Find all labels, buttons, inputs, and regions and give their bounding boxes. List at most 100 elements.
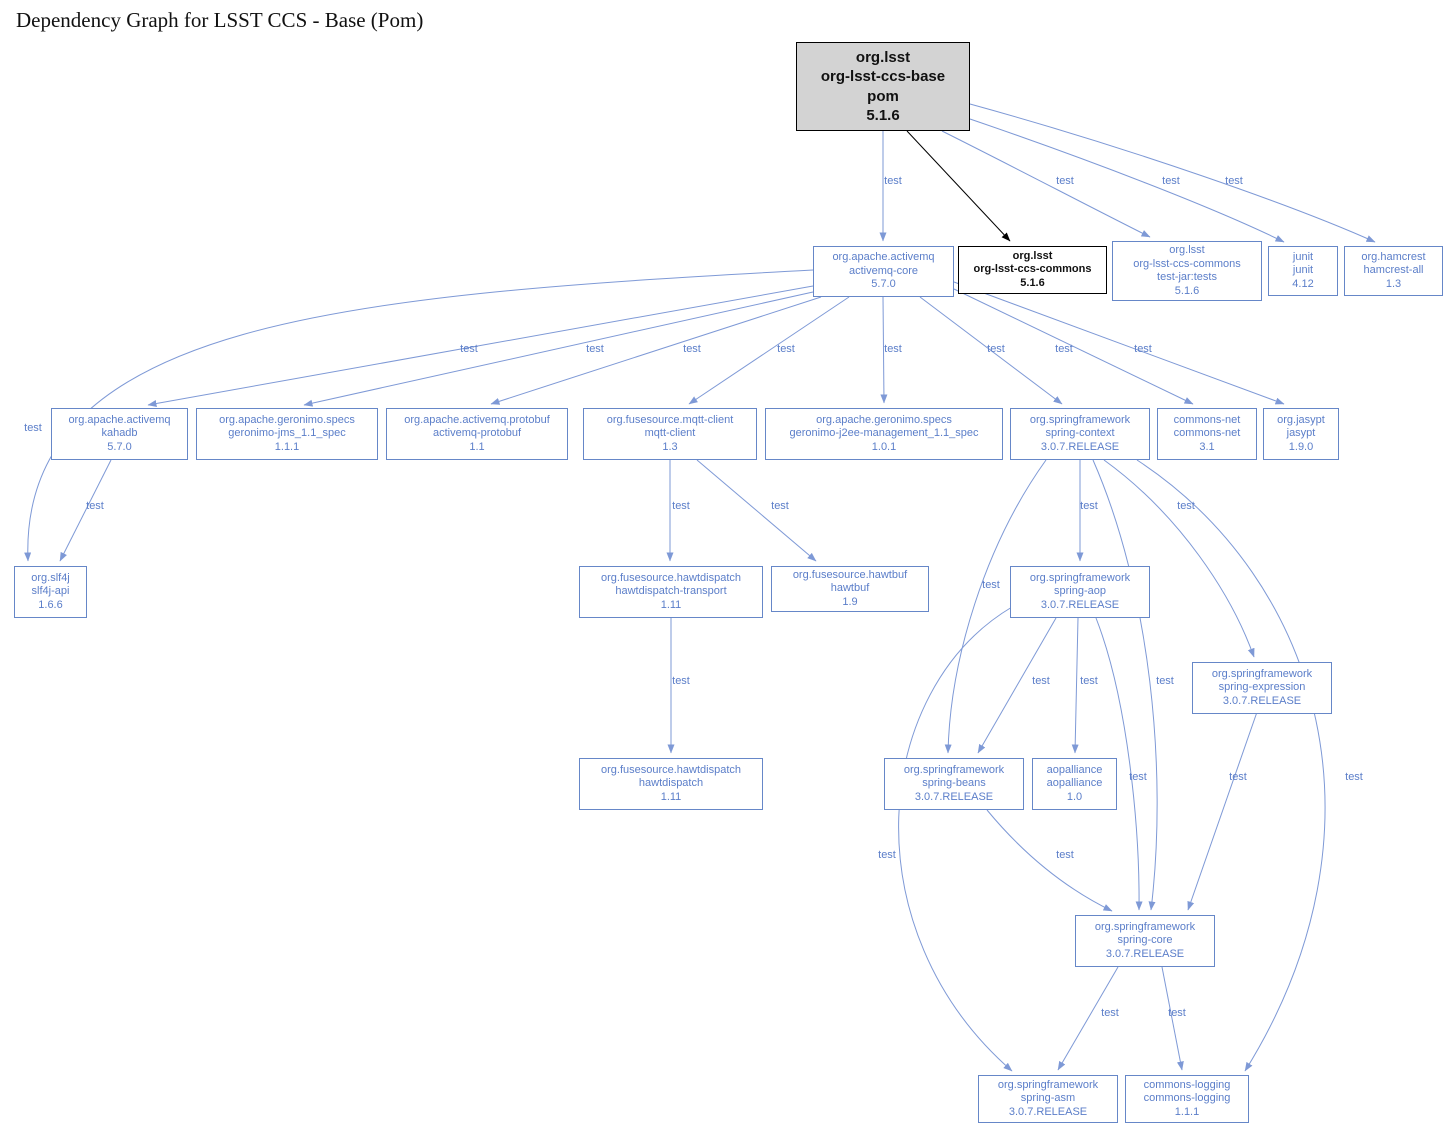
node-line: hawtdispatch xyxy=(638,777,704,790)
edge-label: test xyxy=(1032,675,1050,687)
edge-mqtt-to-hawtbuf xyxy=(696,459,817,562)
edge-kahadb-to-slf4j xyxy=(59,459,112,562)
edge-label: test xyxy=(878,849,896,861)
node-line: 1.1 xyxy=(469,440,485,453)
node-line: aopalliance xyxy=(1046,777,1103,790)
edge-label: test xyxy=(586,343,604,355)
edge-label: test xyxy=(1055,343,1073,355)
node-line: pom xyxy=(867,87,899,105)
node-line: aopalliance xyxy=(1046,763,1103,776)
node-aopalliance: aopalliance aopalliance 1.0 xyxy=(1032,758,1117,810)
node-line: 3.0.7.RELEASE xyxy=(1040,598,1120,611)
node-line: 3.0.7.RELEASE xyxy=(1222,694,1302,707)
node-org-lsst-ccs-base: org.lsst org-lsst-ccs-base pom 5.1.6 xyxy=(796,42,970,131)
node-line: hamcrest-all xyxy=(1363,264,1424,277)
node-line: 5.7.0 xyxy=(871,278,896,291)
node-org-lsst-ccs-commons: org.lsst org-lsst-ccs-commons 5.1.6 xyxy=(958,246,1107,294)
edge-base-to-junit xyxy=(969,118,1285,243)
edge-label: test xyxy=(1229,771,1247,783)
node-line: org-lsst-ccs-commons xyxy=(1133,257,1241,270)
node-line: activemq-core xyxy=(848,264,919,277)
edge-label: test xyxy=(460,343,478,355)
node-line: geronimo-j2ee-management_1.1_spec xyxy=(789,427,979,440)
edge-spring-aop-to-spring-asm xyxy=(898,606,1013,1072)
edge-spring-aop-to-aopalliance xyxy=(1071,617,1079,754)
edge-activemq-core-to-kahadb xyxy=(147,285,814,407)
node-kahadb: org.apache.activemq kahadb 5.7.0 xyxy=(51,408,188,460)
edge-label: test xyxy=(1225,175,1243,187)
node-line: commons-net xyxy=(1173,427,1241,440)
edge-spring-core-to-spring-asm xyxy=(1057,966,1119,1071)
node-junit: junit junit 4.12 xyxy=(1268,246,1338,296)
node-line: junit xyxy=(1292,250,1314,263)
node-line: org.springframework xyxy=(997,1078,1099,1091)
node-line: 5.1.6 xyxy=(1174,284,1200,297)
node-line: spring-core xyxy=(1117,934,1173,947)
edge-spring-expression-to-spring-core xyxy=(1187,711,1258,911)
node-line: jasypt xyxy=(1286,427,1316,440)
edge-spring-core-to-commons-logging xyxy=(1161,966,1184,1071)
edge-label: test xyxy=(884,343,902,355)
node-line: 3.0.7.RELEASE xyxy=(1105,947,1185,960)
node-line: commons-logging xyxy=(1143,1092,1231,1105)
edge-spring-context-to-spring-expression xyxy=(1103,459,1255,658)
node-hamcrest-all: org.hamcrest hamcrest-all 1.3 xyxy=(1344,246,1443,296)
node-line: 1.9.0 xyxy=(1288,440,1314,453)
node-line: org.lsst xyxy=(1169,244,1205,256)
node-line: org.springframework xyxy=(1211,667,1313,680)
edge-label: test xyxy=(1080,500,1098,512)
node-commons-net: commons-net commons-net 3.1 xyxy=(1157,408,1257,460)
node-line: 1.0 xyxy=(1066,790,1083,803)
edge-activemq-core-to-jasypt xyxy=(953,281,1285,405)
node-spring-expression: org.springframework spring-expression 3.… xyxy=(1192,662,1332,714)
edge-spring-aop-to-spring-beans xyxy=(977,617,1057,754)
node-activemq-core: org.apache.activemq activemq-core 5.7.0 xyxy=(813,246,954,297)
node-line: test-jar:tests xyxy=(1157,271,1217,283)
edge-spring-aop-to-spring-core xyxy=(1095,617,1143,911)
node-line: 1.9 xyxy=(842,595,858,608)
node-line: spring-expression xyxy=(1218,681,1306,694)
edge-activemq-core-to-commons-net xyxy=(953,288,1194,405)
edge-label: test xyxy=(24,422,42,434)
node-line: 1.0.1 xyxy=(871,440,897,453)
edge-activemq-core-to-slf4j xyxy=(24,269,814,562)
edge-spring-beans-to-spring-core xyxy=(986,809,1113,912)
node-spring-core: org.springframework spring-core 3.0.7.RE… xyxy=(1075,915,1215,967)
node-line: junit xyxy=(1292,264,1314,277)
node-hawtdispatch-transport: org.fusesource.hawtdispatch hawtdispatch… xyxy=(579,566,763,618)
node-spring-asm: org.springframework spring-asm 3.0.7.REL… xyxy=(978,1075,1118,1123)
node-line: mqtt-client xyxy=(644,427,696,440)
node-line: 5.1.6 xyxy=(1020,276,1045,289)
node-line: 1.3 xyxy=(662,440,678,453)
node-geronimo-jms: org.apache.geronimo.specs geronimo-jms_1… xyxy=(196,408,378,460)
node-line: org-lsst-ccs-base xyxy=(820,68,946,85)
node-line: 4.12 xyxy=(1292,277,1314,290)
edge-label: test xyxy=(777,343,795,355)
node-line: 1.11 xyxy=(660,598,682,611)
edge-label: test xyxy=(1101,1007,1119,1019)
node-line: 1.1.1 xyxy=(274,440,300,453)
edge-label: test xyxy=(1162,175,1180,187)
node-org-lsst-ccs-commons-tests: org.lsst org-lsst-ccs-commons test-jar:t… xyxy=(1112,241,1262,301)
edge-activemq-core-to-geronimo-jms xyxy=(303,291,814,407)
edge-base-to-hamcrest xyxy=(969,103,1376,243)
node-line: 1.6.6 xyxy=(38,598,63,611)
edge-label: test xyxy=(1168,1007,1186,1019)
edge-label: test xyxy=(672,500,690,512)
edge-label: test xyxy=(1056,175,1074,187)
edge-spring-context-to-spring-core xyxy=(1092,459,1158,911)
edge-label: test xyxy=(1056,849,1074,861)
node-commons-logging: commons-logging commons-logging 1.1.1 xyxy=(1125,1075,1249,1123)
node-line: org.fusesource.hawtbuf xyxy=(792,568,908,581)
node-line: org.springframework xyxy=(1029,571,1131,584)
node-line: commons-logging xyxy=(1143,1078,1231,1091)
node-line: org.springframework xyxy=(1094,920,1196,933)
node-line: 5.7.0 xyxy=(107,440,132,453)
edge-label: test xyxy=(1129,771,1147,783)
node-line: org.fusesource.hawtdispatch xyxy=(600,763,742,776)
node-line: org-lsst-ccs-commons xyxy=(973,263,1092,276)
edge-spring-context-to-spring-beans xyxy=(944,459,1047,754)
node-line: org.lsst xyxy=(1012,249,1053,262)
